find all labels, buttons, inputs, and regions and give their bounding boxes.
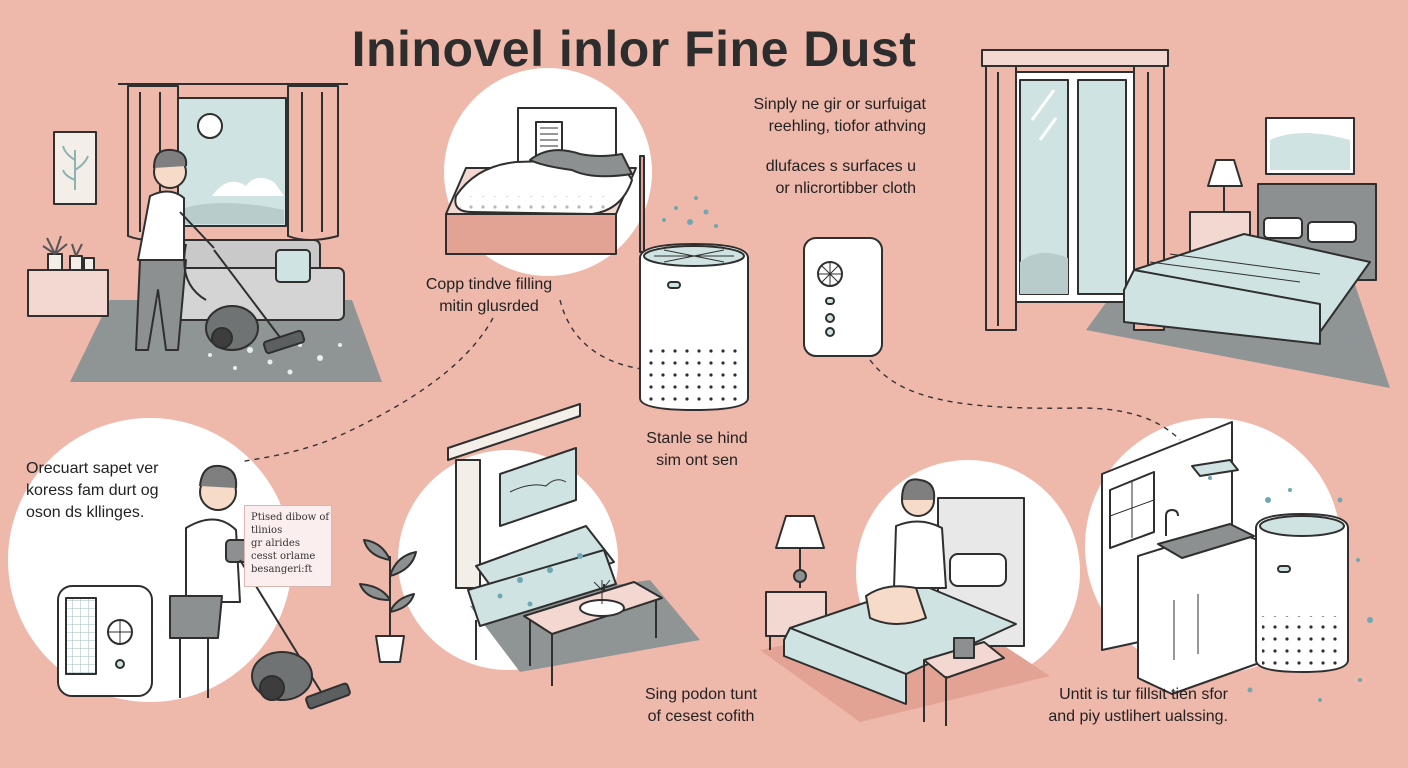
caption-line: sim ont sen <box>656 452 738 469</box>
wall-purifier-icon <box>803 237 883 357</box>
caption-line: Untit is tur fillsit tien sfor <box>1059 686 1228 703</box>
person-icon <box>135 148 215 351</box>
caption-middle-left: Copp tindve filling mitin glusrded <box>404 274 574 318</box>
caption-line: Sinply ne gir or surfuigat <box>753 96 926 113</box>
caption-mid-right: dlufaces s surfaces u or nlicrortibber c… <box>766 156 916 200</box>
caption-line: mitin glusrded <box>439 298 539 315</box>
caption-line: koress fam durt og <box>26 482 159 499</box>
air-purifier-icon <box>639 196 749 412</box>
connector-lines <box>239 299 1181 463</box>
dust-particles-icon <box>208 343 342 375</box>
caption-bottom-right: Untit is tur fillsit tien sfor and piy u… <box>1048 684 1228 728</box>
bed-icon <box>783 497 1025 705</box>
plant-icon <box>359 539 417 663</box>
window-icon <box>1013 71 1135 303</box>
curtain-icon <box>127 85 339 241</box>
kitchen-scene <box>1101 421 1373 702</box>
picture-frame <box>53 131 97 205</box>
window-icon <box>175 97 287 227</box>
note-line: gr alrides <box>251 538 300 549</box>
lounge-scene <box>447 403 700 686</box>
note-card: Ptised dibow of tlinios gr alrides cesst… <box>244 505 332 587</box>
caption-bottom-center: Sing podon tunt of cesest cofith <box>620 684 782 728</box>
bed-scene <box>445 107 645 255</box>
person-icon <box>169 464 255 698</box>
note-line: besangeri:ft <box>251 564 313 575</box>
dust-particles-icon <box>662 196 718 228</box>
note-line: Ptised dibow of <box>251 512 330 523</box>
caption-left: Orecuart sapet ver koress fam durt og os… <box>26 458 159 524</box>
caption-line: reehling, tiofor athving <box>768 118 926 135</box>
table-icon <box>923 637 1005 726</box>
table-icon <box>523 579 663 686</box>
caption-line: dlufaces s surfaces u <box>765 158 916 175</box>
bedside-scene <box>760 478 1050 726</box>
bedroom-scene <box>981 49 1390 388</box>
living-room-scene <box>27 83 382 382</box>
caption-line: Stanle se hind <box>646 430 748 447</box>
page-title: Ininovel inlor Fine Dust <box>351 21 917 77</box>
caption-line: oson ds kllinges. <box>26 504 145 521</box>
picture-frame <box>1265 117 1355 175</box>
caption-line: Orecuart sapet ver <box>26 460 159 477</box>
caption-line: Sing podon tunt <box>644 686 758 703</box>
air-purifier-icon <box>57 585 153 697</box>
caption-line: and piy ustlihert ualssing. <box>1048 708 1228 725</box>
vacuum-icon <box>183 243 306 355</box>
air-purifier-icon <box>1255 513 1349 673</box>
dust-particles-icon <box>1208 476 1373 702</box>
cleaning-scene <box>57 464 417 710</box>
caption-center: Stanle se hind sim ont sen <box>626 428 768 472</box>
bed-icon <box>1123 183 1377 345</box>
caption-line: or nlicrortibber cloth <box>775 180 917 197</box>
side-table <box>27 269 109 317</box>
caption-top-right: Sinply ne gir or surfuigat reehling, tio… <box>753 94 926 138</box>
note-line: tlinios <box>251 525 283 536</box>
vacuum-icon <box>239 559 351 710</box>
note-line: cesst orlame <box>251 551 316 562</box>
plant-icon <box>42 235 95 271</box>
sofa-icon <box>165 239 345 321</box>
person-icon <box>865 478 947 625</box>
caption-line: Copp tindve filling <box>425 276 553 293</box>
caption-line: of cesest cofith <box>647 708 755 725</box>
